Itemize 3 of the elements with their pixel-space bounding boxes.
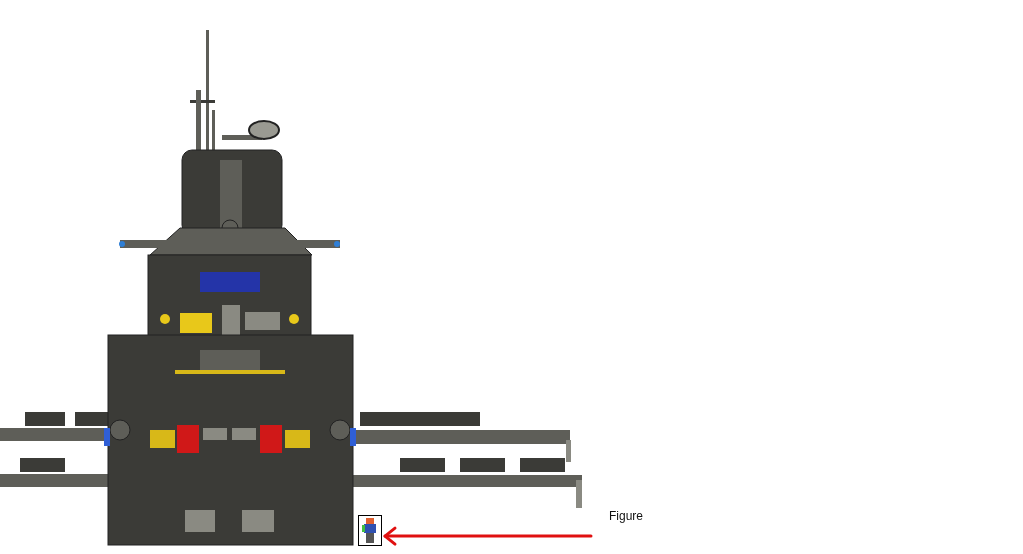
callout-label: Figure	[609, 508, 643, 524]
figure-picture	[358, 515, 382, 546]
arrow	[383, 526, 593, 546]
